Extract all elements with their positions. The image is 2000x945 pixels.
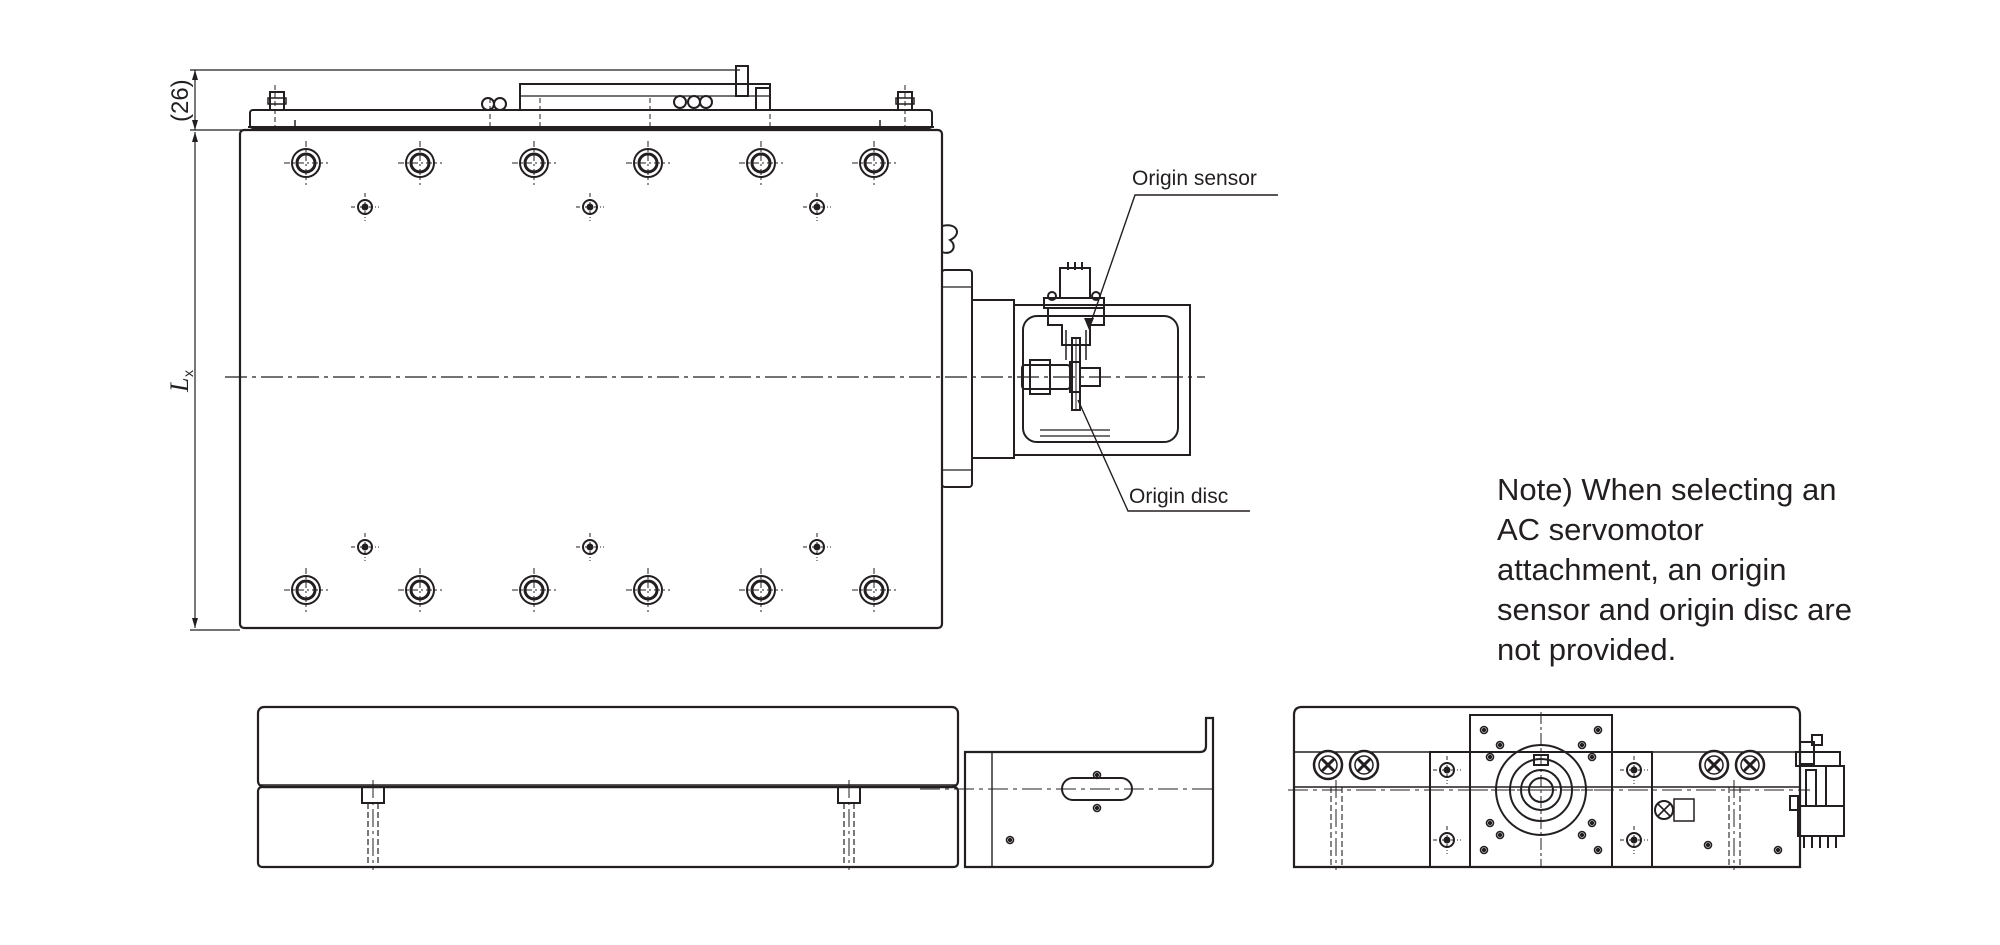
leader-lines	[1077, 194, 1278, 512]
origin-sensor-label: Origin sensor	[1132, 167, 1257, 190]
front-view	[256, 705, 1215, 870]
note-line: not provided.	[1497, 632, 1677, 667]
note-line: Note) When selecting an	[1497, 472, 1837, 507]
note-line: AC servomotor	[1497, 512, 1704, 547]
note-line: attachment, an origin	[1497, 552, 1787, 587]
origin-disc-label: Origin disc	[1129, 485, 1228, 508]
top-view	[190, 65, 1205, 631]
dimension-lx-label: L x	[165, 370, 196, 393]
note-text: Note) When selecting an AC servomotor at…	[1497, 470, 1917, 670]
side-view	[1288, 705, 1845, 870]
note-line: sensor and origin disc are	[1497, 592, 1852, 627]
dimension-lx-main: L	[165, 378, 194, 393]
dimension-lx-sub: x	[180, 370, 196, 377]
dimension-26-label: (26)	[167, 79, 194, 122]
